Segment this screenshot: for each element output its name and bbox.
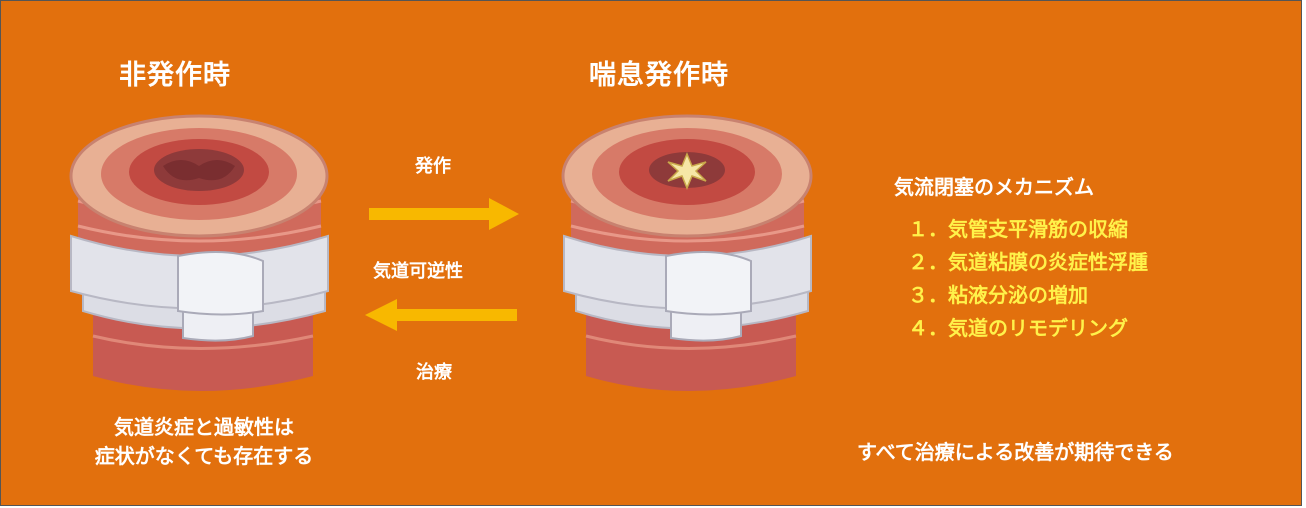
left-arrow: [365, 299, 517, 331]
mechanism-list: １．気管支平滑筋の収縮 ２．気道粘膜の炎症性浮腫 ３．粘液分泌の増加 ４．気道の…: [894, 213, 1148, 345]
mechanism-item: １．気管支平滑筋の収縮: [908, 217, 1128, 241]
inflammation-caption: 気道炎症と過敏性は 症状がなくても存在する: [59, 413, 349, 471]
attack-label: 発作: [415, 156, 451, 177]
right-arrow: [369, 198, 519, 230]
normal-airway-illustration: [69, 114, 329, 391]
attack-state-title: 喘息発作時: [589, 60, 729, 91]
mechanism-box: 気流閉塞のメカニズム １．気管支平滑筋の収縮 ２．気道粘膜の炎症性浮腫 ３．粘液…: [894, 171, 1148, 345]
treatment-label: 治療: [416, 362, 452, 383]
asthma-airway-illustration: [561, 114, 813, 391]
normal-state-title: 非発作時: [119, 60, 231, 91]
caption-line-2: 症状がなくても存在する: [94, 444, 314, 468]
mechanism-item: ４．気道のリモデリング: [908, 316, 1128, 340]
mechanism-title: 気流閉塞のメカニズム: [894, 175, 1094, 199]
caption-line-1: 気道炎症と過敏性は: [114, 415, 294, 439]
mechanism-item: ３．粘液分泌の増加: [908, 283, 1088, 307]
mechanism-item: ２．気道粘膜の炎症性浮腫: [908, 250, 1148, 274]
treatment-improvement-caption: すべて治療による改善が期待できる: [857, 440, 1174, 464]
reversibility-label: 気道可逆性: [373, 261, 463, 282]
